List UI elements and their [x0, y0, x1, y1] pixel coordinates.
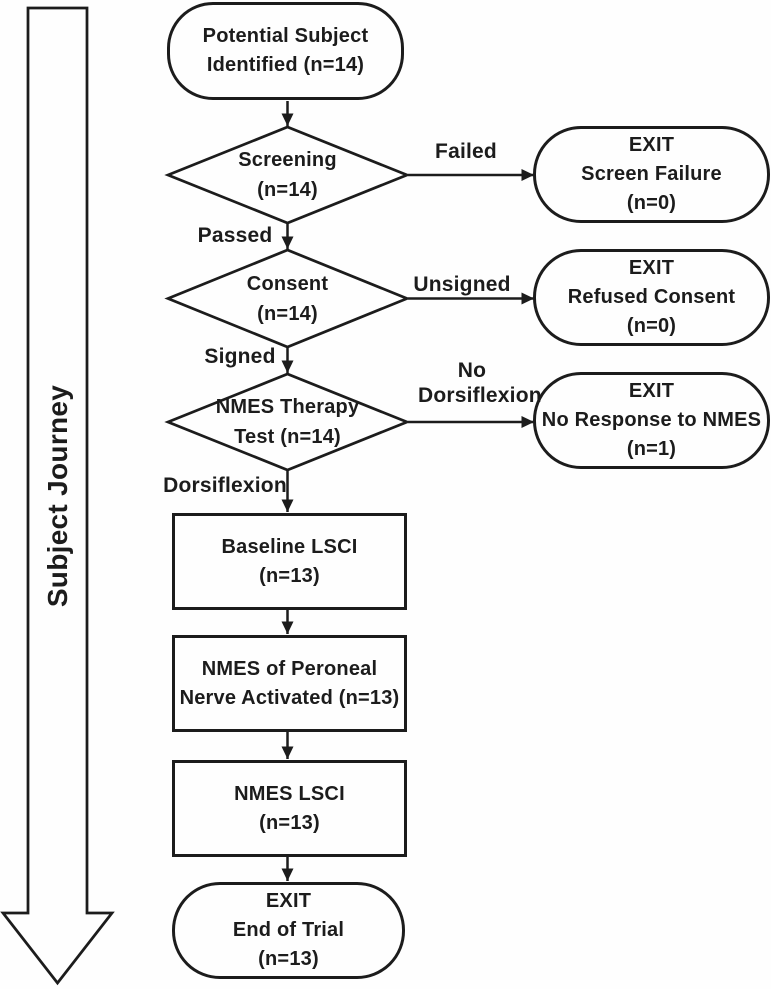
node-line: Refused Consent [567, 286, 736, 308]
node-line: Nerve Activated (n=13) [179, 686, 400, 709]
node-line: (n=14) [257, 302, 318, 325]
edge-label-failed: Failed [435, 140, 497, 163]
node-line: Consent [246, 272, 329, 295]
node-line: Screening [238, 149, 337, 171]
node-exit-no-response-nmes: EXIT No Response to NMES (n=1) [533, 372, 770, 469]
node-line: EXIT [265, 890, 312, 912]
node-baseline-lsci: Baseline LSCI (n=13) [172, 513, 407, 610]
consent-diamond-label: Consent (n=14) [168, 250, 407, 347]
edge-label-signed: Signed [204, 345, 276, 368]
node-line: (n=0) [626, 192, 677, 214]
node-line: End of Trial [232, 919, 345, 941]
node-exit-screen-failure: EXIT Screen Failure (n=0) [533, 126, 770, 223]
edge-label-dorsiflexion: Dorsiflexion [163, 474, 287, 497]
subject-journey-label: Subject Journey [42, 384, 73, 608]
consent-diamond [164, 248, 411, 349]
edge-label-line: No [457, 359, 487, 382]
edge-label-no-dorsiflexion: No Dorsiflexion [418, 358, 542, 408]
node-line: Potential Subject [202, 25, 369, 47]
node-line: NMES LSCI [234, 782, 345, 805]
node-line: Identified (n=14) [206, 54, 365, 76]
node-line: NMES Therapy [215, 396, 360, 418]
node-line: NMES of Peroneal [201, 657, 378, 680]
node-nmes-peroneal-nerve: NMES of Peroneal Nerve Activated (n=13) [172, 635, 407, 732]
node-line: (n=13) [258, 948, 319, 970]
subject-journey-arrow [0, 6, 115, 986]
screening-diamond-label: Screening (n=14) [168, 127, 407, 223]
node-line: EXIT [628, 380, 675, 402]
node-exit-refused-consent: EXIT Refused Consent (n=0) [533, 249, 770, 346]
node-line: Test (n=14) [234, 426, 341, 448]
node-line: EXIT [628, 134, 675, 156]
edge-label-line: Dorsiflexion [418, 384, 542, 407]
node-line: Baseline LSCI [221, 535, 358, 558]
nmes-test-diamond-label: NMES Therapy Test (n=14) [168, 374, 407, 470]
edge-label-unsigned: Unsigned [413, 273, 511, 296]
node-line: EXIT [628, 257, 675, 279]
node-line: (n=0) [626, 315, 677, 337]
node-line: (n=1) [626, 438, 677, 460]
node-line: Screen Failure [581, 163, 722, 185]
node-nmes-lsci: NMES LSCI (n=13) [172, 760, 407, 857]
node-line: No Response to NMES [541, 409, 762, 431]
nmes-test-diamond [164, 372, 411, 472]
node-line: (n=13) [259, 564, 320, 587]
node-line: (n=14) [257, 179, 318, 201]
edge-label-passed: Passed [197, 224, 273, 247]
node-line: (n=13) [259, 811, 320, 834]
node-exit-end-of-trial: EXIT End of Trial (n=13) [172, 882, 405, 979]
screening-diamond [164, 125, 411, 225]
node-potential-subject-identified: Potential Subject Identified (n=14) [167, 2, 404, 100]
